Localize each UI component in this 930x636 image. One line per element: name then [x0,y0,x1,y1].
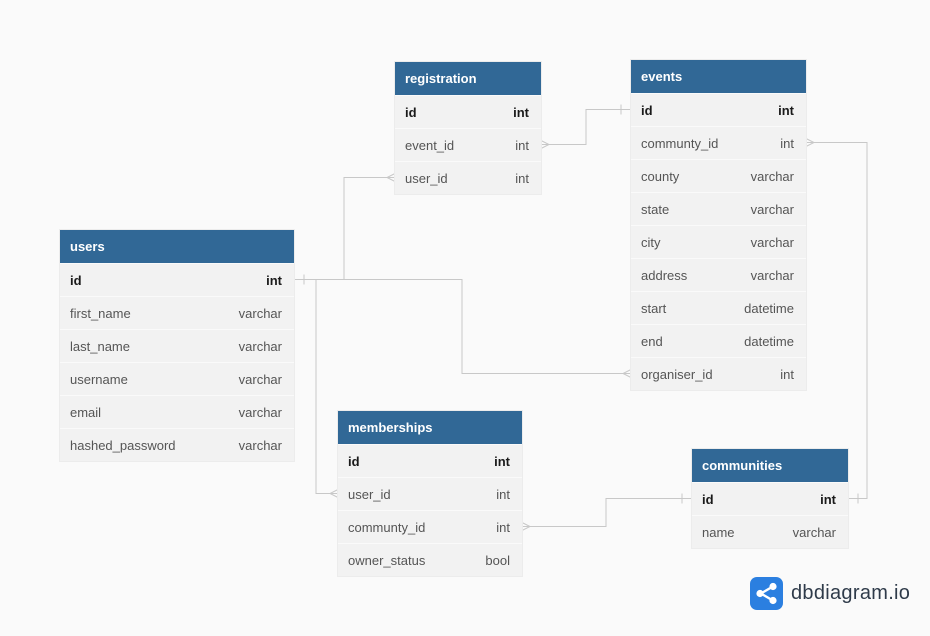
column-row[interactable]: owner_status bool [338,543,522,576]
table-header[interactable]: users [60,230,294,263]
share-nodes-icon [750,577,783,610]
column-row[interactable]: id int [692,482,848,515]
column-type: int [513,104,529,120]
table-header[interactable]: events [631,60,806,93]
column-type: bool [485,552,510,568]
column-row[interactable]: start datetime [631,291,806,324]
column-type: datetime [744,333,794,349]
column-row[interactable]: county varchar [631,159,806,192]
column-row[interactable]: username varchar [60,362,294,395]
column-name: owner_status [348,552,426,568]
column-type: varchar [238,338,282,354]
column-name: organiser_id [641,366,713,382]
column-name: id [405,104,417,120]
column-row[interactable]: address varchar [631,258,806,291]
column-name: start [641,300,667,316]
column-type: varchar [238,371,282,387]
column-name: communty_id [348,519,426,535]
column-type: varchar [792,524,836,540]
dbdiagram-logo[interactable]: dbdiagram.io [750,577,910,610]
logo-text: dbdiagram.io [791,582,911,604]
column-name: username [70,371,128,387]
crowfoot-marker [621,369,632,378]
column-row[interactable]: end datetime [631,324,806,357]
column-name: address [641,267,688,283]
column-row[interactable]: hashed_password varchar [60,428,294,461]
column-type: int [266,272,282,288]
column-row[interactable]: last_name varchar [60,329,294,362]
edge-memberships-users [294,279,338,494]
edge-registration-events [541,109,631,145]
column-row[interactable]: id int [60,263,294,296]
column-row[interactable]: name varchar [692,515,848,548]
column-type: varchar [238,305,282,321]
column-type: int [515,137,529,153]
column-row[interactable]: id int [338,444,522,477]
crowfoot-marker [521,522,532,531]
column-row[interactable]: first_name varchar [60,296,294,329]
column-type: varchar [238,437,282,453]
edge-events-communities [806,142,868,499]
edge-memberships-communities [522,498,692,527]
column-type: int [496,486,510,502]
column-row[interactable]: event_id int [395,128,541,161]
column-type: int [494,453,510,469]
column-name: county [641,168,680,184]
column-name: communty_id [641,135,719,151]
table-header[interactable]: registration [395,62,541,95]
column-name: user_id [405,170,448,186]
column-name: end [641,333,663,349]
column-name: id [348,453,360,469]
table-header[interactable]: communities [692,449,848,482]
column-row[interactable]: communty_id int [631,126,806,159]
column-row[interactable]: communty_id int [338,510,522,543]
column-type: int [778,102,794,118]
column-type: varchar [750,267,794,283]
column-type: int [820,491,836,507]
column-name: id [702,491,714,507]
column-type: int [780,366,794,382]
edge-events-users [294,279,631,374]
column-row[interactable]: city varchar [631,225,806,258]
column-name: first_name [70,305,131,321]
column-row[interactable]: organiser_id int [631,357,806,390]
column-type: varchar [750,234,794,250]
column-name: state [641,201,670,217]
column-name: id [70,272,82,288]
table-header[interactable]: memberships [338,411,522,444]
column-type: int [496,519,510,535]
column-row[interactable]: user_id int [395,161,541,194]
column-name: email [70,404,102,420]
crowfoot-marker [805,138,816,147]
column-name: id [641,102,653,118]
column-row[interactable]: id int [631,93,806,126]
column-name: event_id [405,137,455,153]
column-name: hashed_password [70,437,176,453]
column-name: city [641,234,661,250]
column-name: name [702,524,735,540]
table-communities[interactable]: communities id int name varchar [692,449,848,548]
edge-registration-users [294,177,395,280]
column-type: int [515,170,529,186]
column-row[interactable]: state varchar [631,192,806,225]
column-type: int [780,135,794,151]
column-name: user_id [348,486,391,502]
crowfoot-marker [540,140,551,149]
column-name: last_name [70,338,130,354]
column-row[interactable]: user_id int [338,477,522,510]
crowfoot-marker [385,173,396,182]
column-type: varchar [238,404,282,420]
column-type: varchar [750,168,794,184]
crowfoot-marker [328,489,339,498]
column-row[interactable]: email varchar [60,395,294,428]
column-row[interactable]: id int [395,95,541,128]
column-type: datetime [744,300,794,316]
column-type: varchar [750,201,794,217]
